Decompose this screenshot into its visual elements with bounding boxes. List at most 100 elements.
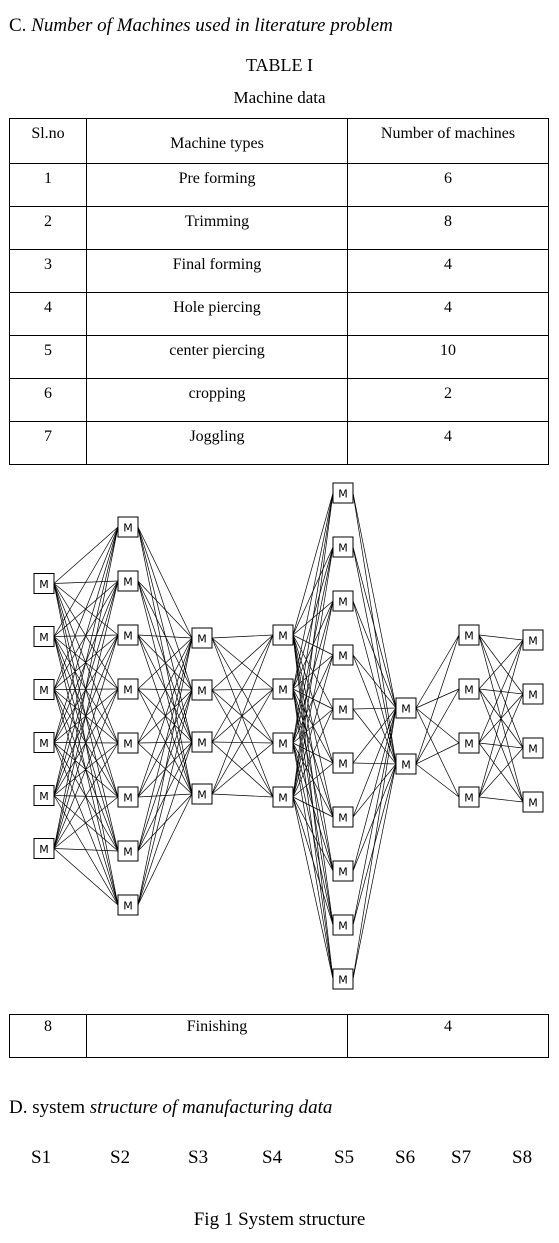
machine-node-s1: M	[33, 785, 55, 806]
figure-caption: Fig 1 System structure	[193, 1209, 366, 1230]
machine-node-s8: M	[522, 737, 544, 759]
machine-node-s5: M	[332, 698, 354, 720]
machine-label: M	[338, 596, 348, 609]
machine-box	[458, 678, 480, 700]
machine-data-table: Sl.no Machine types Number of machines 1…	[9, 118, 549, 465]
connection-line	[292, 654, 334, 798]
machine-node-s3: M	[191, 627, 213, 649]
machine-box	[191, 731, 213, 753]
stage-label-s4: S4	[262, 1147, 283, 1168]
connection-line	[352, 707, 397, 980]
machine-label: M	[197, 789, 207, 802]
connection-line	[292, 796, 334, 980]
connection-line	[211, 634, 274, 691]
connection-line	[53, 526, 119, 584]
machine-box	[191, 679, 213, 701]
machine-box	[332, 914, 354, 936]
stage-label-s2: S2	[110, 1147, 131, 1168]
connection-line	[137, 688, 193, 743]
machine-label: M	[39, 631, 49, 644]
table-header-row: Sl.no Machine types Number of machines	[9, 118, 549, 164]
machine-node-s4: M	[272, 624, 294, 646]
section-d-plain: system	[32, 1097, 86, 1118]
stage-label-s1: S1	[31, 1147, 52, 1168]
machine-node-s2: M	[117, 624, 139, 646]
connection-line	[352, 707, 397, 926]
machine-node-s3: M	[191, 783, 213, 805]
connection-line	[211, 634, 274, 743]
section-d-letter: D.	[9, 1097, 28, 1118]
machine-node-s5: M	[332, 590, 354, 612]
machine-box	[191, 627, 213, 649]
stage-label-s6: S6	[395, 1147, 416, 1168]
connection-line	[478, 747, 524, 798]
machine-node-s2: M	[117, 678, 139, 700]
machine-box	[33, 573, 55, 594]
connection-line	[137, 580, 193, 795]
connection-line	[415, 707, 460, 744]
machine-box	[117, 678, 139, 700]
connection-line	[211, 637, 274, 744]
machine-label: M	[123, 900, 133, 913]
machine-label: M	[123, 576, 133, 589]
section-c-title: Number of Machines used in literature pr…	[31, 15, 393, 36]
section-d-italic: structure of manufacturing data	[89, 1097, 333, 1118]
connection-line	[53, 688, 119, 849]
machine-box	[332, 806, 354, 828]
connection-line	[292, 600, 334, 798]
machine-label: M	[338, 812, 348, 825]
connection-line	[292, 492, 334, 636]
machine-box	[191, 783, 213, 805]
connection-line	[137, 689, 193, 906]
machine-label: M	[401, 759, 411, 772]
table-row: 6 cropping 2	[9, 378, 549, 422]
connection-line	[352, 546, 397, 765]
connection-line	[53, 580, 119, 849]
machine-label: M	[278, 738, 288, 751]
connection-line	[211, 637, 274, 798]
table-row: 3 Final forming 4	[9, 249, 549, 293]
machine-box	[522, 737, 544, 759]
machine-label: M	[39, 684, 49, 697]
table-title: Machine data	[233, 88, 326, 107]
connection-line	[137, 634, 193, 743]
connection-line	[137, 526, 193, 639]
machine-box	[33, 838, 55, 859]
connection-line	[478, 634, 524, 641]
header-machine-types: Machine types	[86, 118, 348, 164]
connection-line	[352, 707, 397, 818]
machine-node-s7: M	[458, 732, 480, 754]
connection-line	[53, 636, 119, 744]
connection-line	[415, 742, 460, 765]
machine-node-s4: M	[272, 678, 294, 700]
machine-label: M	[464, 684, 474, 697]
connection-line	[292, 796, 334, 818]
machine-box	[395, 753, 417, 775]
machine-label: M	[123, 792, 133, 805]
connection-line	[211, 793, 274, 798]
connection-line	[478, 639, 524, 744]
machine-label: M	[338, 704, 348, 717]
connection-line	[211, 742, 274, 795]
machine-node-s4: M	[272, 786, 294, 808]
connection-line	[352, 546, 397, 709]
connection-line	[137, 742, 193, 795]
connection-line	[53, 796, 119, 849]
machine-label: M	[528, 689, 538, 702]
connection-line	[137, 580, 193, 691]
connection-line	[137, 634, 193, 795]
machine-box	[33, 626, 55, 647]
machine-node-s6: M	[395, 697, 417, 719]
machine-label: M	[197, 685, 207, 698]
connection-line	[53, 742, 119, 849]
connection-line	[352, 707, 397, 872]
connection-line	[211, 634, 274, 639]
connection-line	[352, 600, 397, 765]
table-row: 1 Pre forming 6	[9, 163, 549, 207]
machine-box	[458, 624, 480, 646]
machine-node-s5: M	[332, 968, 354, 990]
machine-box	[33, 679, 55, 700]
connection-line	[415, 707, 460, 798]
connection-line	[292, 796, 334, 872]
connection-line	[292, 796, 334, 926]
